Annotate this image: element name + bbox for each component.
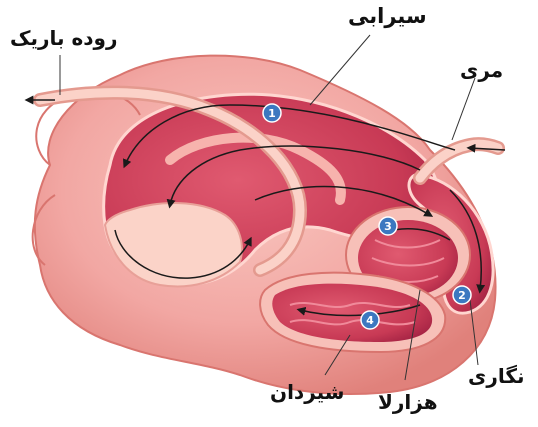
- svg-text:2: 2: [458, 289, 466, 302]
- label-rumen: سیرابی: [348, 4, 427, 28]
- label-small-intestine: روده باریک: [10, 26, 118, 50]
- marker-4: 4: [361, 311, 379, 329]
- marker-1: 1: [263, 104, 281, 122]
- marker-3: 3: [379, 217, 397, 235]
- label-omasum: هزارلا: [378, 390, 438, 414]
- label-abomasum: شیردان: [270, 380, 344, 404]
- svg-text:1: 1: [268, 107, 276, 120]
- label-reticulum: نگاری: [468, 364, 525, 388]
- svg-text:3: 3: [384, 220, 392, 233]
- label-esophagus: مری: [460, 58, 503, 82]
- leader-line-esophagus: [452, 78, 475, 140]
- marker-2: 2: [453, 286, 471, 304]
- svg-text:4: 4: [366, 314, 374, 327]
